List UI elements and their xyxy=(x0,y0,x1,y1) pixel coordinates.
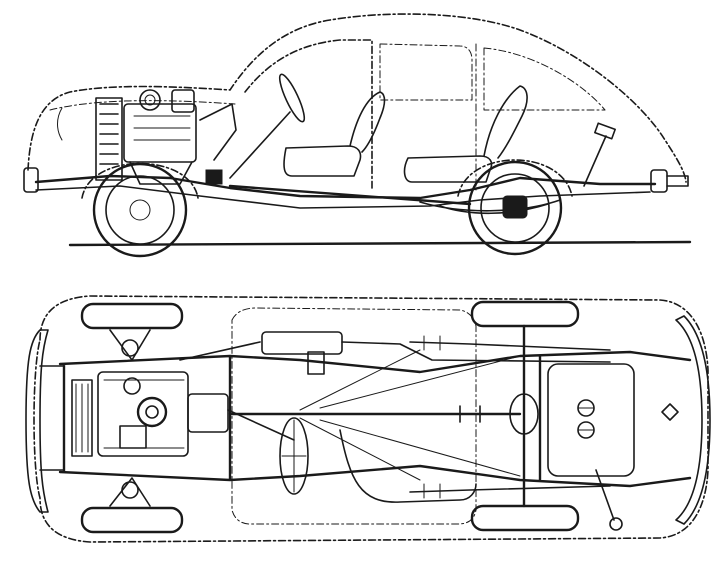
rear-number-plate xyxy=(661,403,679,421)
front-left-wheel xyxy=(80,302,184,330)
rear-right-wheel xyxy=(470,504,580,532)
plan-view xyxy=(25,295,711,543)
side-chassis-frame xyxy=(34,174,657,200)
side-steering xyxy=(229,73,306,179)
headlamp xyxy=(57,107,63,141)
plan-rear-springs xyxy=(409,341,611,493)
front-seat xyxy=(283,91,386,177)
rear-wheel-side xyxy=(457,159,573,256)
plan-front-crossmember xyxy=(39,365,65,471)
side-roofline-inner xyxy=(244,39,373,189)
front-wheel-side xyxy=(81,162,199,258)
plan-fuel-line xyxy=(339,429,477,503)
side-propshaft xyxy=(228,184,472,206)
plan-exhaust-pipe xyxy=(179,341,611,363)
plan-silencer-clamp xyxy=(307,351,325,375)
plan-rear-shock xyxy=(595,469,615,521)
plan-rear-shock-eye xyxy=(609,517,623,531)
rear-spring xyxy=(419,199,561,215)
rear-bumper xyxy=(650,169,668,193)
rear-strut xyxy=(583,122,616,187)
plan-silencer xyxy=(261,331,343,355)
plan-fuel-tank xyxy=(547,363,635,477)
side-chassis-lower xyxy=(35,185,651,209)
side-engine xyxy=(95,89,237,185)
propshaft-joints xyxy=(459,405,481,423)
rear-seat xyxy=(403,85,528,183)
side-body-outline xyxy=(27,13,687,183)
spring-shackles xyxy=(423,335,441,499)
ground-line xyxy=(68,240,692,247)
plan-engine xyxy=(97,371,229,457)
rear-bumper-blade xyxy=(666,175,689,187)
front-suspension xyxy=(109,329,151,507)
side-view xyxy=(23,13,692,258)
plan-radiator xyxy=(71,379,93,457)
plan-steering-wheel xyxy=(227,409,309,495)
front-right-wheel xyxy=(80,506,184,534)
front-door-window xyxy=(379,43,473,101)
plan-body-outline xyxy=(33,295,709,543)
hood-line xyxy=(49,100,236,111)
plan-rear-bumper xyxy=(675,315,711,525)
plan-differential xyxy=(509,324,539,508)
plan-brake-cables xyxy=(299,349,521,481)
rear-left-wheel xyxy=(470,300,580,328)
radiator-fins xyxy=(75,383,89,453)
plan-frame-rails xyxy=(58,350,692,488)
front-bumper xyxy=(23,167,39,193)
rear-door-window xyxy=(483,47,606,111)
plan-front-bumper xyxy=(25,329,49,513)
